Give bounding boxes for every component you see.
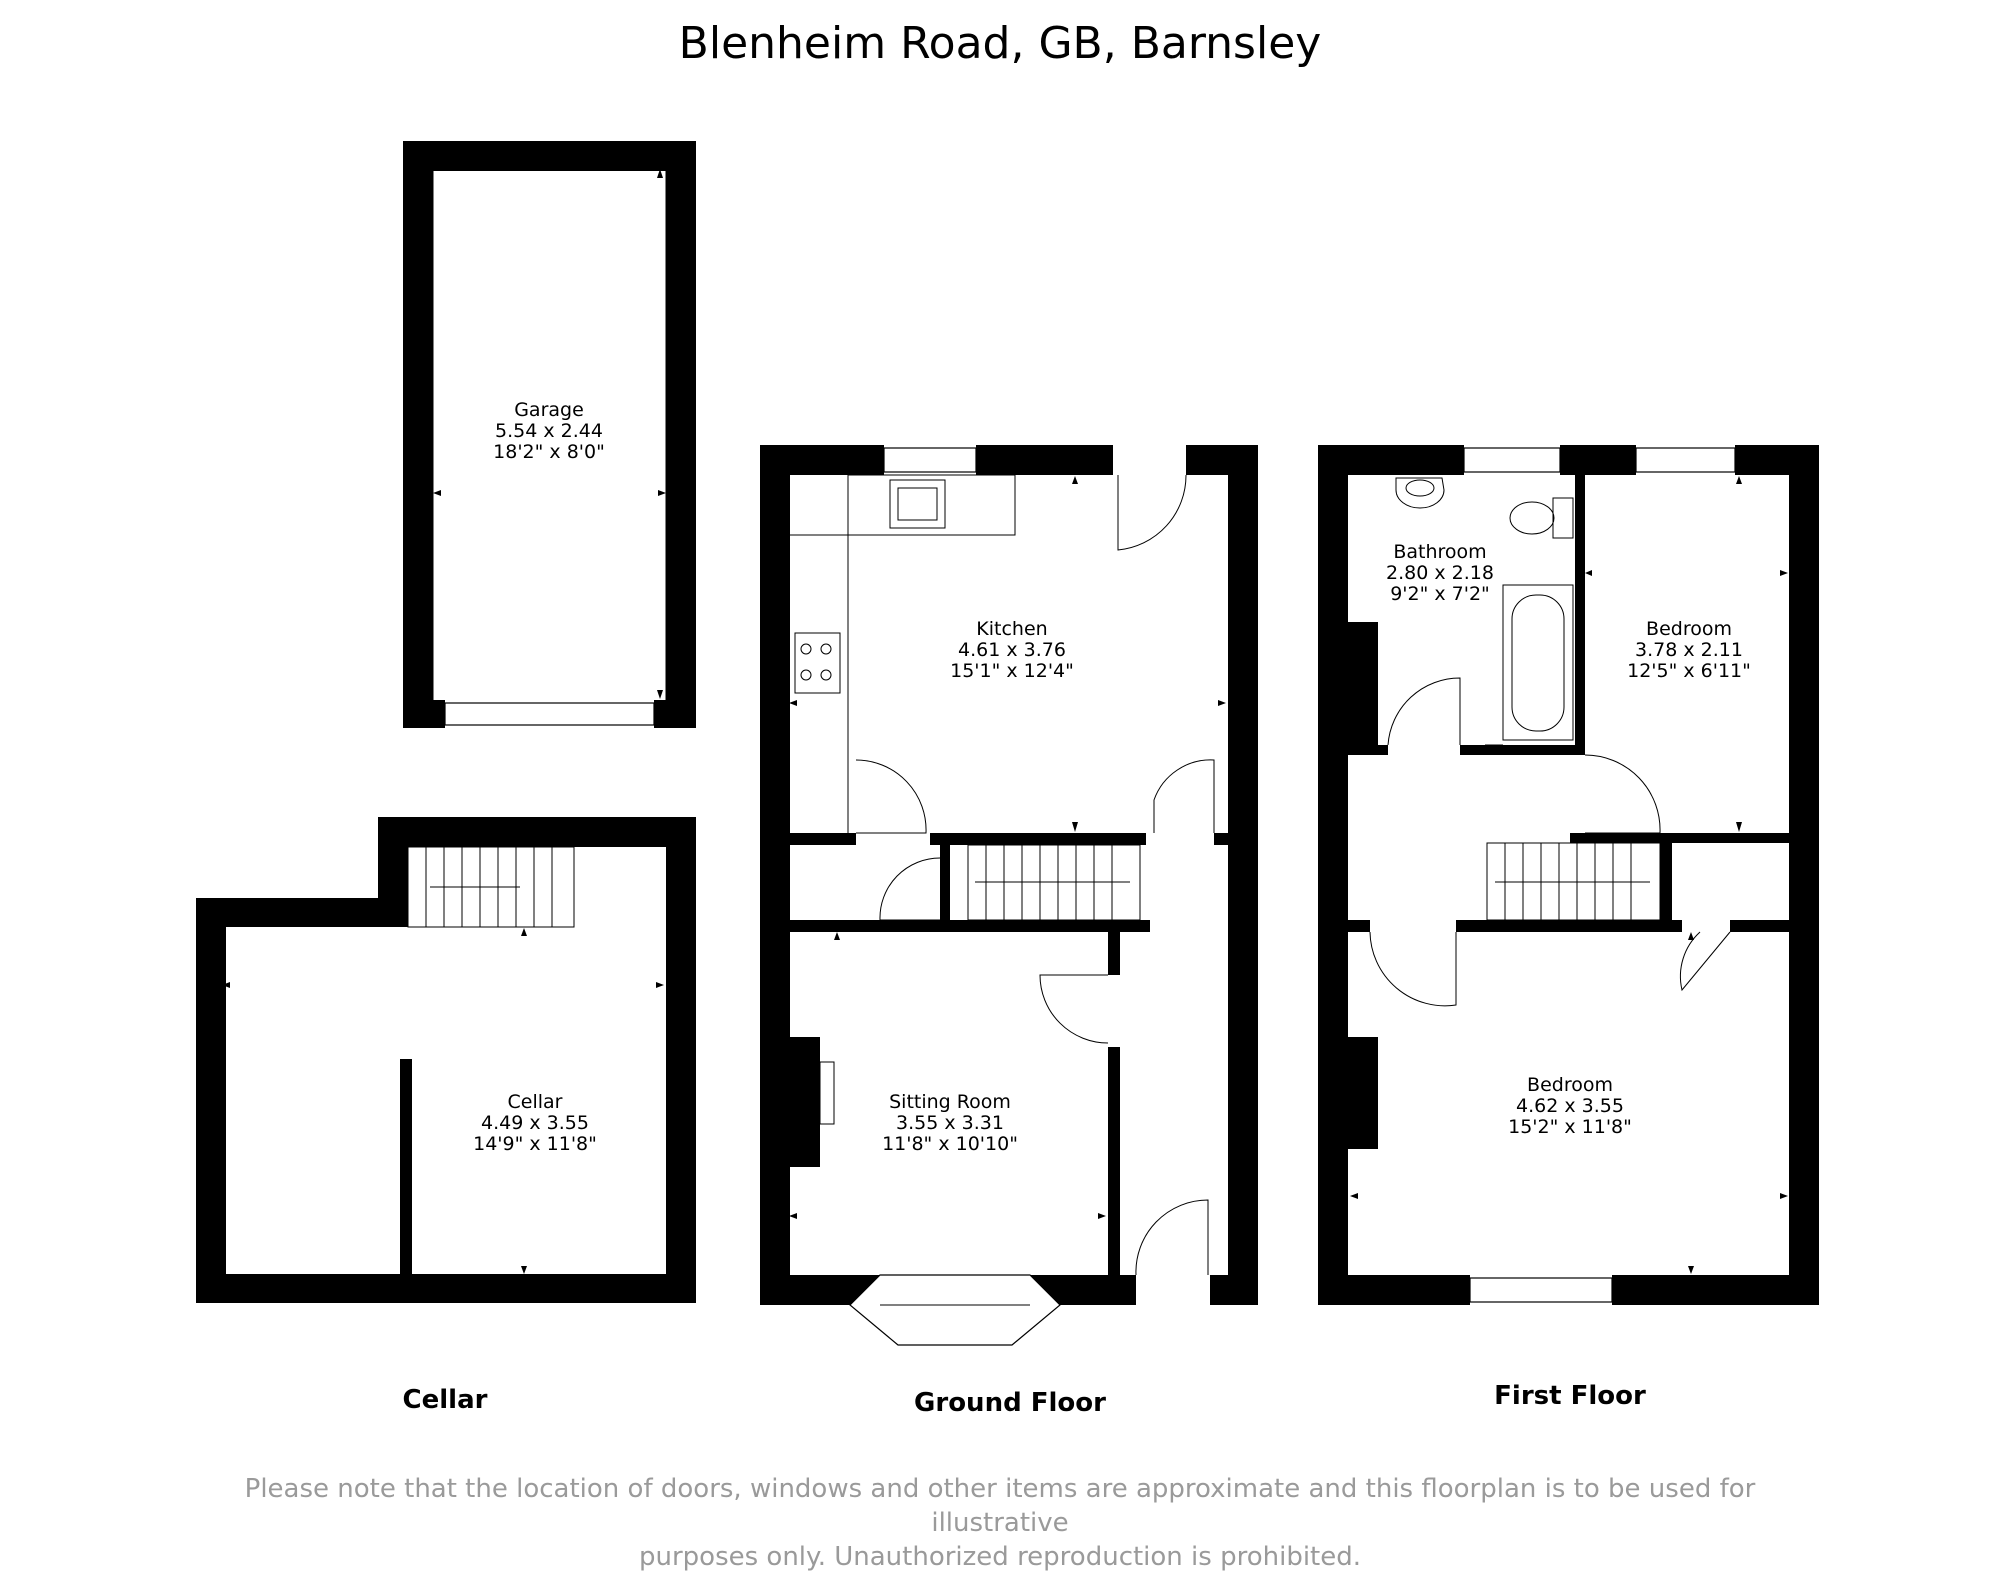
kitchen-label: Kitchen 4.61 x 3.76 15'1" x 12'4" (902, 619, 1122, 682)
room-name: Bedroom (1646, 618, 1732, 640)
bedroom-door (1584, 754, 1661, 834)
hall-door (1153, 759, 1215, 833)
bedroom-small-label: Bedroom 3.78 x 2.11 12'5" x 6'11" (1579, 619, 1799, 682)
bedroom-large-label: Bedroom 4.62 x 3.55 15'2" x 11'8" (1460, 1075, 1680, 1138)
room-metric: 4.61 x 3.76 (958, 639, 1066, 661)
bathroom-window (1463, 447, 1561, 473)
floor-label-first: First Floor (1494, 1381, 1646, 1411)
cellar-stairs (407, 846, 575, 928)
understairs-door (879, 857, 941, 921)
first-floor-stairs (1486, 842, 1661, 921)
plan-title: Blenheim Road, GB, Barnsley (678, 18, 1322, 69)
kitchen-back-door (1117, 474, 1187, 551)
room-metric: 5.54 x 2.44 (495, 420, 603, 442)
room-metric: 3.78 x 2.11 (1635, 639, 1743, 661)
room-name: Sitting Room (889, 1091, 1011, 1113)
cellar-room-label: Cellar 4.49 x 3.55 14'9" x 11'8" (425, 1092, 645, 1155)
garage-label: Garage 5.54 x 2.44 18'2" x 8'0" (439, 400, 659, 463)
ground-stairs (967, 844, 1141, 921)
floor-label-ground: Ground Floor (914, 1388, 1106, 1418)
cellar-plan (196, 817, 696, 1303)
room-metric: 3.55 x 3.31 (896, 1112, 1004, 1134)
room-metric: 2.80 x 2.18 (1386, 562, 1494, 584)
kitchen-window (883, 447, 977, 473)
kitchen-sink (889, 479, 946, 529)
first-floor-plan (1318, 445, 1819, 1305)
ground-floor-plan (760, 445, 1258, 1346)
room-name: Cellar (507, 1091, 563, 1113)
front-bedroom-window (1469, 1277, 1613, 1303)
hob (794, 632, 841, 694)
room-name: Kitchen (976, 618, 1048, 640)
room-name: Bedroom (1527, 1074, 1613, 1096)
bedroom-window (1635, 447, 1736, 473)
disclaimer-line-2: purposes only. Unauthorized reproduction… (638, 1542, 1362, 1572)
room-imperial: 9'2" x 7'2" (1390, 583, 1490, 605)
cupboard-door (1679, 931, 1731, 992)
garage-door (444, 702, 655, 726)
bathroom-door (1387, 677, 1461, 746)
bay-window (849, 1274, 1061, 1346)
sitting-room-label: Sitting Room 3.55 x 3.31 11'8" x 10'10" (840, 1092, 1060, 1155)
floor-label-cellar: Cellar (402, 1385, 488, 1415)
front-door (1135, 1199, 1209, 1276)
garage-plan (403, 141, 696, 728)
front-bedroom-door (1369, 931, 1457, 1007)
bath (1502, 584, 1574, 741)
basin (1395, 477, 1445, 509)
disclaimer-line-1: Please note that the location of doors, … (244, 1474, 1756, 1538)
kitchen-door (855, 759, 927, 834)
disclaimer: Please note that the location of doors, … (180, 1472, 1820, 1574)
room-imperial: 14'9" x 11'8" (473, 1133, 597, 1155)
room-imperial: 18'2" x 8'0" (493, 441, 605, 463)
room-name: Bathroom (1393, 541, 1487, 563)
room-imperial: 15'1" x 12'4" (950, 660, 1074, 682)
sitting-room-door (1039, 974, 1109, 1044)
toilet (1552, 497, 1574, 539)
room-name: Garage (514, 399, 584, 421)
dimension-arrows (222, 169, 1788, 1274)
room-imperial: 15'2" x 11'8" (1508, 1116, 1632, 1138)
room-imperial: 11'8" x 10'10" (882, 1133, 1018, 1155)
bathroom-label: Bathroom 2.80 x 2.18 9'2" x 7'2" (1330, 542, 1550, 605)
room-metric: 4.49 x 3.55 (481, 1112, 589, 1134)
room-metric: 4.62 x 3.55 (1516, 1095, 1624, 1117)
room-imperial: 12'5" x 6'11" (1627, 660, 1751, 682)
